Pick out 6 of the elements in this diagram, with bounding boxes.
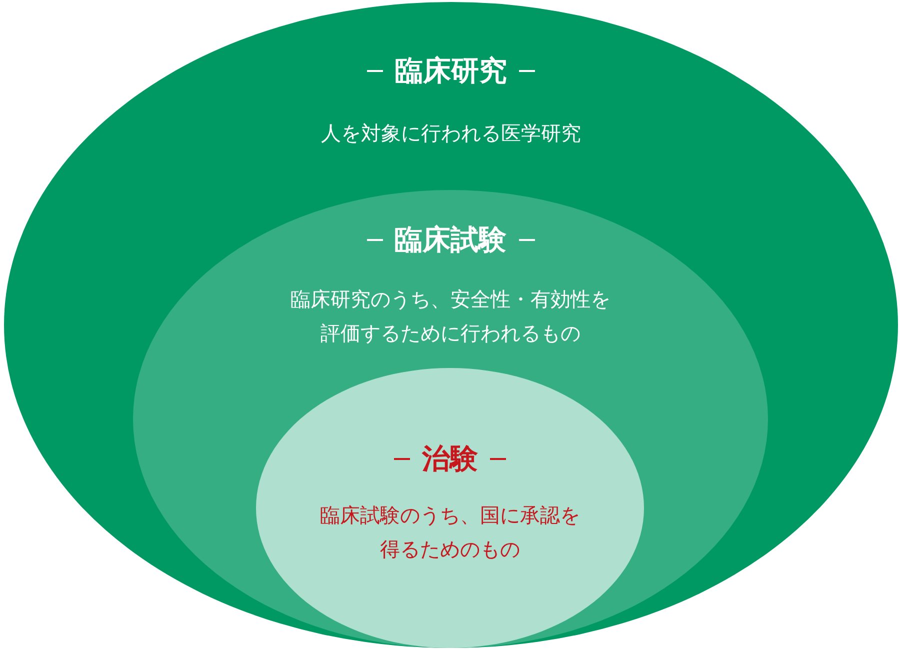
region-description: 人を対象に行われる医学研究 <box>320 120 582 147</box>
region-title: 臨床研究 <box>395 54 507 88</box>
region-title: 治験 <box>422 442 478 476</box>
region-description: 臨床試験のうち、国に承認を得るためのもの <box>320 502 580 563</box>
region-title: 臨床試験 <box>394 223 506 257</box>
region-description: 臨床研究のうち、安全性・有効性を評価するために行われるもの <box>290 286 610 347</box>
